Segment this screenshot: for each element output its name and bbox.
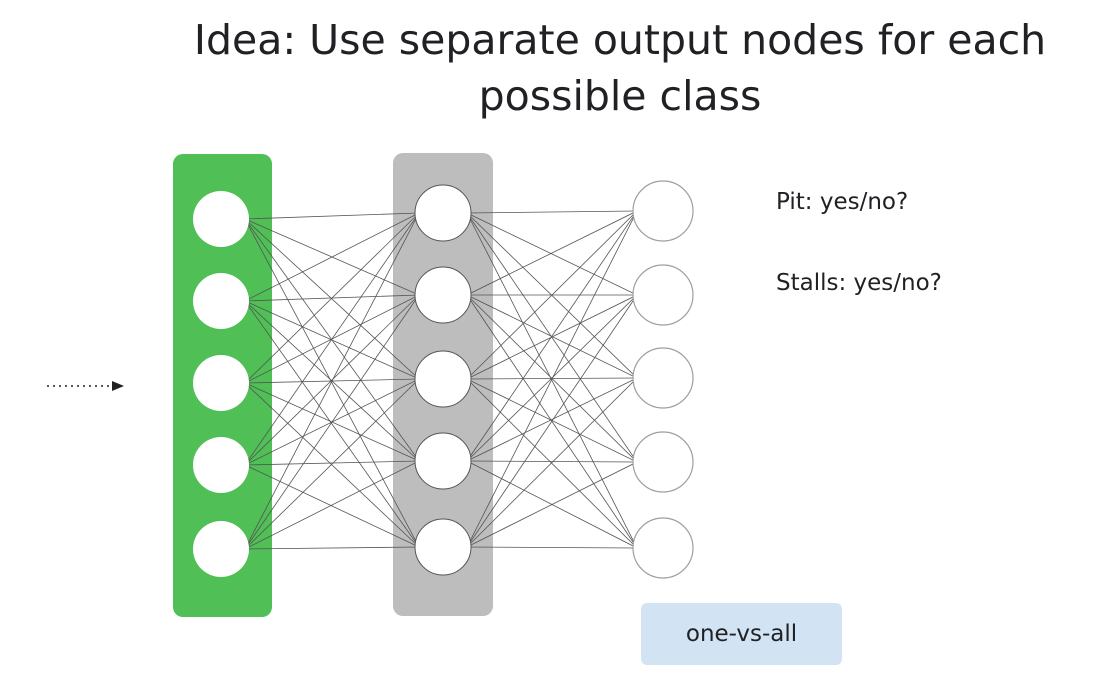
edge-l0-3-0 (244, 212, 420, 466)
edge-l1-3-0 (466, 210, 638, 462)
input-layer-node-4 (193, 521, 249, 577)
dotted-arrow-icon (47, 381, 124, 391)
hidden-layer-node-3 (414, 432, 472, 490)
output-layer-node-4 (632, 517, 694, 579)
edge-l1-0-1 (466, 212, 638, 296)
edge-l1-3-3 (466, 460, 638, 463)
edge-l0-4-0 (244, 212, 420, 550)
edge-l0-2-0 (244, 212, 420, 384)
edge-l1-4-2 (466, 377, 638, 548)
hidden-layer-node-4 (414, 518, 472, 576)
hidden-layer-node-1 (414, 266, 472, 324)
edge-l0-4-1 (244, 294, 420, 550)
edge-l0-1-2 (244, 300, 420, 380)
hidden-layer-node-0 (414, 184, 472, 242)
edge-l0-3-1 (244, 294, 420, 466)
output-label-stalls: Stalls: yes/no? (776, 270, 942, 296)
output-layer-node-1 (632, 264, 694, 326)
input-layer-node-1 (193, 273, 249, 329)
edge-l1-1-0 (466, 210, 638, 296)
edge-l1-4-4 (466, 546, 638, 549)
input-layer-node-2 (193, 355, 249, 411)
input-layer-node-0 (193, 191, 249, 247)
edge-l1-3-2 (466, 377, 638, 462)
edge-l0-3-4 (244, 464, 420, 548)
output-label-pit: Pit: yes/no? (776, 189, 909, 215)
output-layer-node-2 (632, 347, 694, 409)
edge-l1-4-0 (466, 210, 638, 548)
edge-l1-2-0 (466, 210, 638, 380)
edge-l1-2-1 (466, 294, 638, 380)
connection-edges (244, 210, 638, 550)
edge-l0-0-0 (244, 212, 420, 220)
slide-title-line1: Idea: Use separate output nodes for each (193, 16, 1047, 64)
output-layer-node-3 (632, 431, 694, 493)
edge-l0-4-3 (244, 460, 420, 550)
edge-l0-1-4 (244, 300, 420, 548)
badge-label: one-vs-all (685, 621, 798, 647)
output-layer-node-0 (632, 180, 694, 242)
slide-title-line2: possible class (478, 72, 762, 120)
edge-l0-1-0 (244, 212, 420, 302)
network-nodes (193, 180, 694, 579)
edge-l1-3-1 (466, 294, 638, 462)
input-layer-node-3 (193, 437, 249, 493)
one-vs-all-badge: one-vs-all (641, 603, 842, 665)
hidden-layer-node-2 (414, 350, 472, 408)
edge-l0-2-4 (244, 382, 420, 548)
edge-l1-0-0 (466, 210, 638, 214)
edge-l1-0-3 (466, 212, 638, 463)
edge-l0-3-3 (244, 460, 420, 466)
edge-l0-4-2 (244, 378, 420, 550)
edge-l0-0-2 (244, 218, 420, 380)
edge-l1-2-4 (466, 378, 638, 549)
edge-l1-0-4 (466, 212, 638, 549)
edge-l1-4-1 (466, 294, 638, 548)
slide-title: Idea: Use separate output nodes for each… (100, 12, 1101, 124)
edge-l1-4-3 (466, 461, 638, 548)
edge-l0-4-4 (244, 546, 420, 550)
edge-l0-0-4 (244, 218, 420, 548)
